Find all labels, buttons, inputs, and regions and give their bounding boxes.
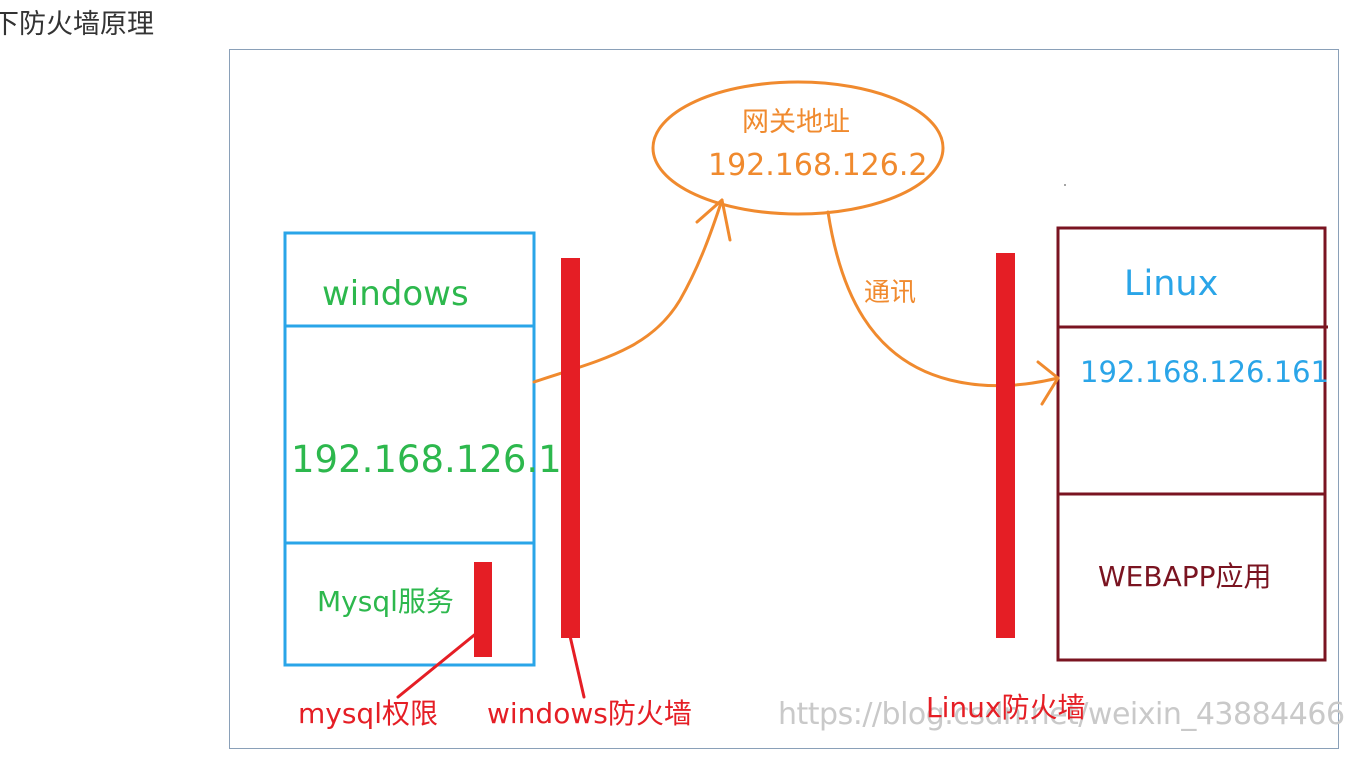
- gateway-ip: 192.168.126.2: [708, 148, 928, 183]
- linux-ip: 192.168.126.161: [1080, 355, 1330, 389]
- windows-ip: 192.168.126.1: [291, 438, 562, 481]
- windows-title: windows: [322, 274, 469, 314]
- windows-to-gateway-arrow: [532, 198, 724, 384]
- label-pointers: [396, 630, 586, 699]
- gateway-title: 网关地址: [742, 107, 850, 138]
- webapp-label: WEBAPP应用: [1098, 560, 1272, 593]
- linux-host-box: [1056, 226, 1328, 662]
- windows-firewall-label: windows防火墙: [487, 697, 692, 730]
- communication-arrows: [532, 198, 1060, 406]
- page-heading: 下防火墙原理: [0, 9, 154, 40]
- windows-firewall-pointer: [568, 634, 586, 699]
- mysql-permission-pointer: [396, 630, 480, 699]
- linux-title: Linux: [1124, 264, 1219, 304]
- mysql-service-label: Mysql服务: [317, 585, 454, 618]
- communication-label: 通讯: [864, 278, 917, 308]
- arrowhead-gateway: [695, 198, 732, 242]
- linux-firewall-label: Linux防火墙: [926, 691, 1086, 724]
- watermark: https://blog.csdn.net/weixin_43884466: [778, 697, 1345, 732]
- windows-host-box: [283, 231, 536, 667]
- windows-firewall-bar: [561, 258, 580, 638]
- linux-firewall-bar: [996, 253, 1015, 638]
- diagram-frame: [229, 49, 1339, 749]
- gateway-ellipse: [651, 80, 945, 216]
- mysql-permission-bar: [474, 562, 492, 657]
- gateway-to-linux-arrow: [826, 210, 1060, 388]
- mysql-permission-label: mysql权限: [298, 697, 438, 730]
- stray-dot: [1064, 184, 1066, 186]
- arrowhead-linux: [1036, 360, 1060, 406]
